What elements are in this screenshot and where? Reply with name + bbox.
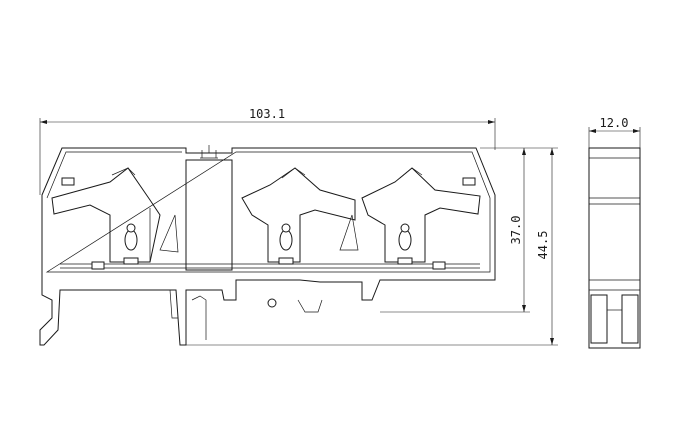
side-view bbox=[588, 147, 641, 349]
dim-label-height-inner: 37.0 bbox=[509, 216, 523, 245]
dim-overall-width: 103.1 bbox=[39, 107, 496, 195]
dim-label-height-total: 44.5 bbox=[536, 231, 550, 260]
dim-label-overall-width: 103.1 bbox=[249, 107, 285, 121]
clamp-2 bbox=[241, 167, 359, 265]
side-outline bbox=[588, 147, 641, 349]
left-marker bbox=[61, 177, 75, 186]
right-marker bbox=[462, 177, 476, 186]
dim-label-side-width: 12.0 bbox=[600, 116, 629, 130]
center-post bbox=[185, 159, 233, 271]
din-foot bbox=[169, 289, 323, 340]
housing-outline bbox=[39, 147, 496, 346]
clamp-1 bbox=[51, 167, 179, 265]
dim-height-total: 44.5 bbox=[186, 147, 558, 346]
top-notch bbox=[200, 150, 218, 159]
dim-side-width: 12.0 bbox=[588, 116, 641, 148]
front-view bbox=[39, 145, 496, 346]
dim-height-inner: 37.0 bbox=[380, 147, 530, 313]
clamp-3 bbox=[361, 167, 481, 265]
